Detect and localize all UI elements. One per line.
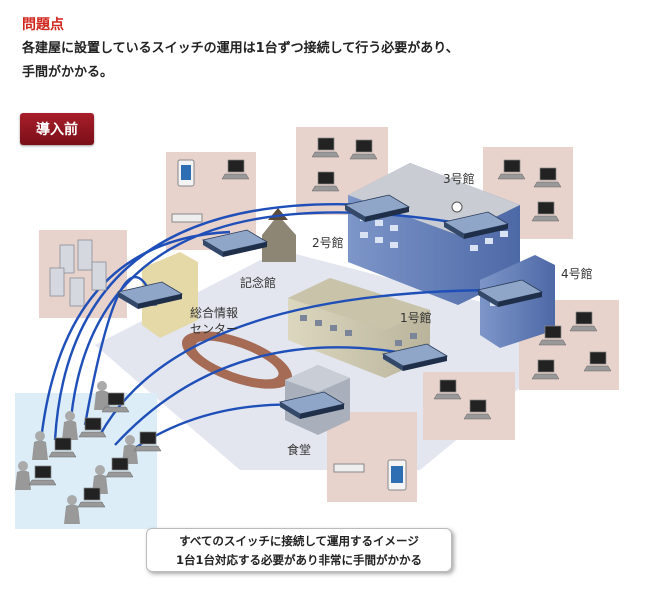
caption-line-1: すべてのスイッチに接続して運用するイメージ (179, 534, 419, 548)
label-center-2: センター (190, 322, 238, 336)
description-line-1: 各建屋に設置しているスイッチの運用は1台ずつ接続して行う必要があり、 (22, 41, 459, 56)
mobile-group (171, 159, 407, 491)
label-3gokan: 3号館 (443, 171, 475, 186)
caption-line-2: 1台1台対応する必要があり非常に手間がかかる (175, 553, 422, 567)
track-field (195, 340, 279, 380)
label-memorial: 記念館 (240, 275, 276, 290)
label-center-1: 総合情報 (190, 305, 238, 320)
label-cafeteria: 食堂 (287, 442, 311, 457)
panel-pcs-1gokan (423, 372, 515, 440)
label-4gokan: 4号館 (561, 266, 593, 281)
server-group (49, 239, 107, 307)
label-1gokan: 1号館 (400, 310, 432, 325)
caption-box: すべてのスイッチに接続して運用するイメージ 1台1台対応する必要があり非常に手間… (146, 528, 452, 572)
problem-description: 各建屋に設置しているスイッチの運用は1台ずつ接続して行う必要があり、 手間がかか… (22, 37, 632, 85)
problem-title: 問題点 (22, 17, 64, 33)
label-2gokan: 2号館 (312, 235, 344, 250)
before-badge: 導入前 (20, 113, 94, 145)
description-line-2: 手間がかかる。 (22, 65, 114, 80)
